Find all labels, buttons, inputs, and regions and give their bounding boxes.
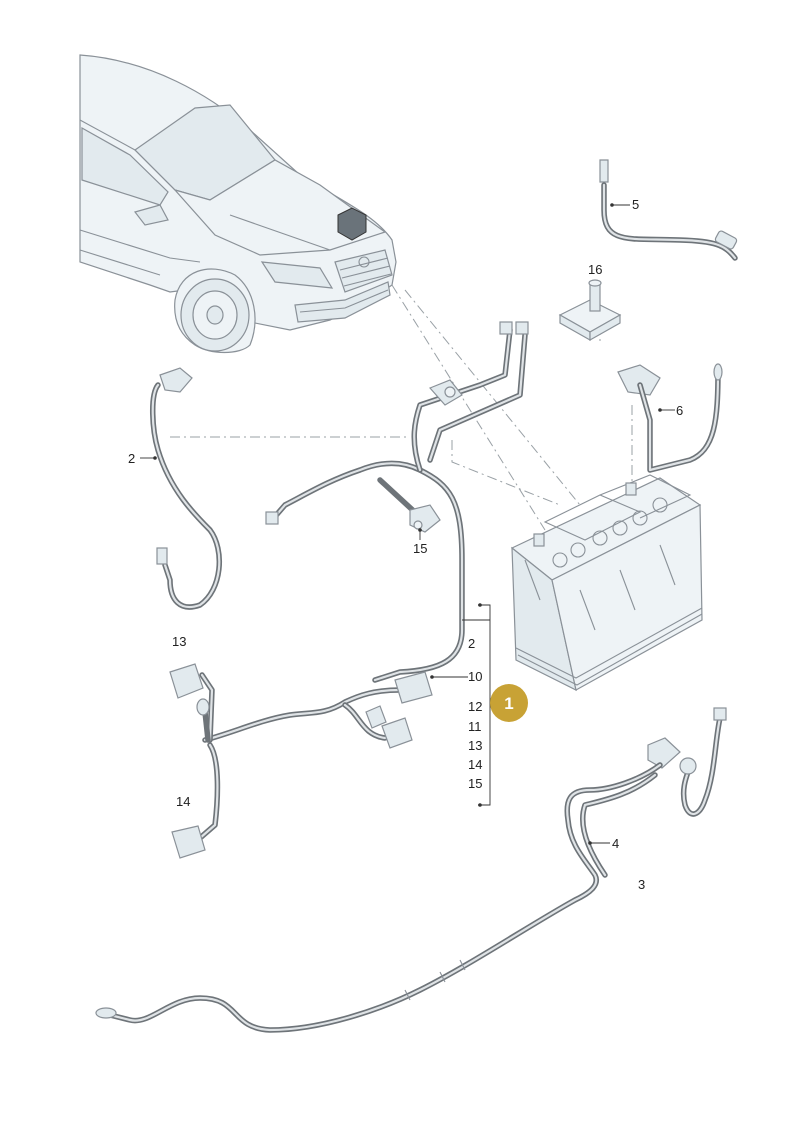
- label-6: 6: [676, 403, 683, 418]
- label-2: 2: [128, 451, 135, 466]
- sensor-15: [377, 477, 441, 533]
- cable-5: [599, 159, 738, 261]
- label-3: 3: [638, 877, 645, 892]
- label-4: 4: [612, 836, 619, 851]
- leaders: [140, 203, 675, 845]
- connector-13: [169, 663, 204, 699]
- group-item-3: 12: [468, 699, 482, 714]
- label-5: 5: [632, 197, 639, 212]
- terminal-clamp-16: [558, 279, 622, 342]
- group-item-4: 11: [468, 719, 482, 734]
- cable-3: [95, 762, 663, 1033]
- badge-circle[interactable]: [490, 684, 528, 722]
- connector-11: [381, 717, 413, 749]
- label-15: 15: [413, 541, 427, 556]
- group-bracket: [462, 603, 491, 807]
- vehicle-illustration: [79, 54, 397, 354]
- connector-14: [171, 825, 206, 859]
- badge-label: 1: [504, 694, 513, 713]
- battery-location-marker: [337, 207, 367, 241]
- label-14: 14: [176, 794, 190, 809]
- group-item-1: 2: [468, 636, 475, 651]
- wiring-loom: [169, 663, 433, 859]
- cable-6: [617, 363, 723, 473]
- battery: [510, 474, 703, 692]
- battery-cable-harness: [265, 321, 529, 683]
- cable-4: [647, 707, 727, 817]
- group-item-7: 15: [468, 776, 482, 791]
- cable-2: [149, 367, 223, 610]
- item-number-badge[interactable]: 1: [490, 684, 528, 722]
- connector-10: [394, 671, 433, 704]
- label-13: 13: [172, 634, 186, 649]
- group-item-2: 10: [468, 669, 482, 684]
- bracket-12: [365, 705, 387, 729]
- part-labels: 5 16 6 2 15 13 14 4 3 2 10 12 11 13 14 1…: [128, 197, 683, 892]
- label-16: 16: [588, 262, 602, 277]
- group-item-6: 14: [468, 757, 482, 772]
- group-item-5: 13: [468, 738, 482, 753]
